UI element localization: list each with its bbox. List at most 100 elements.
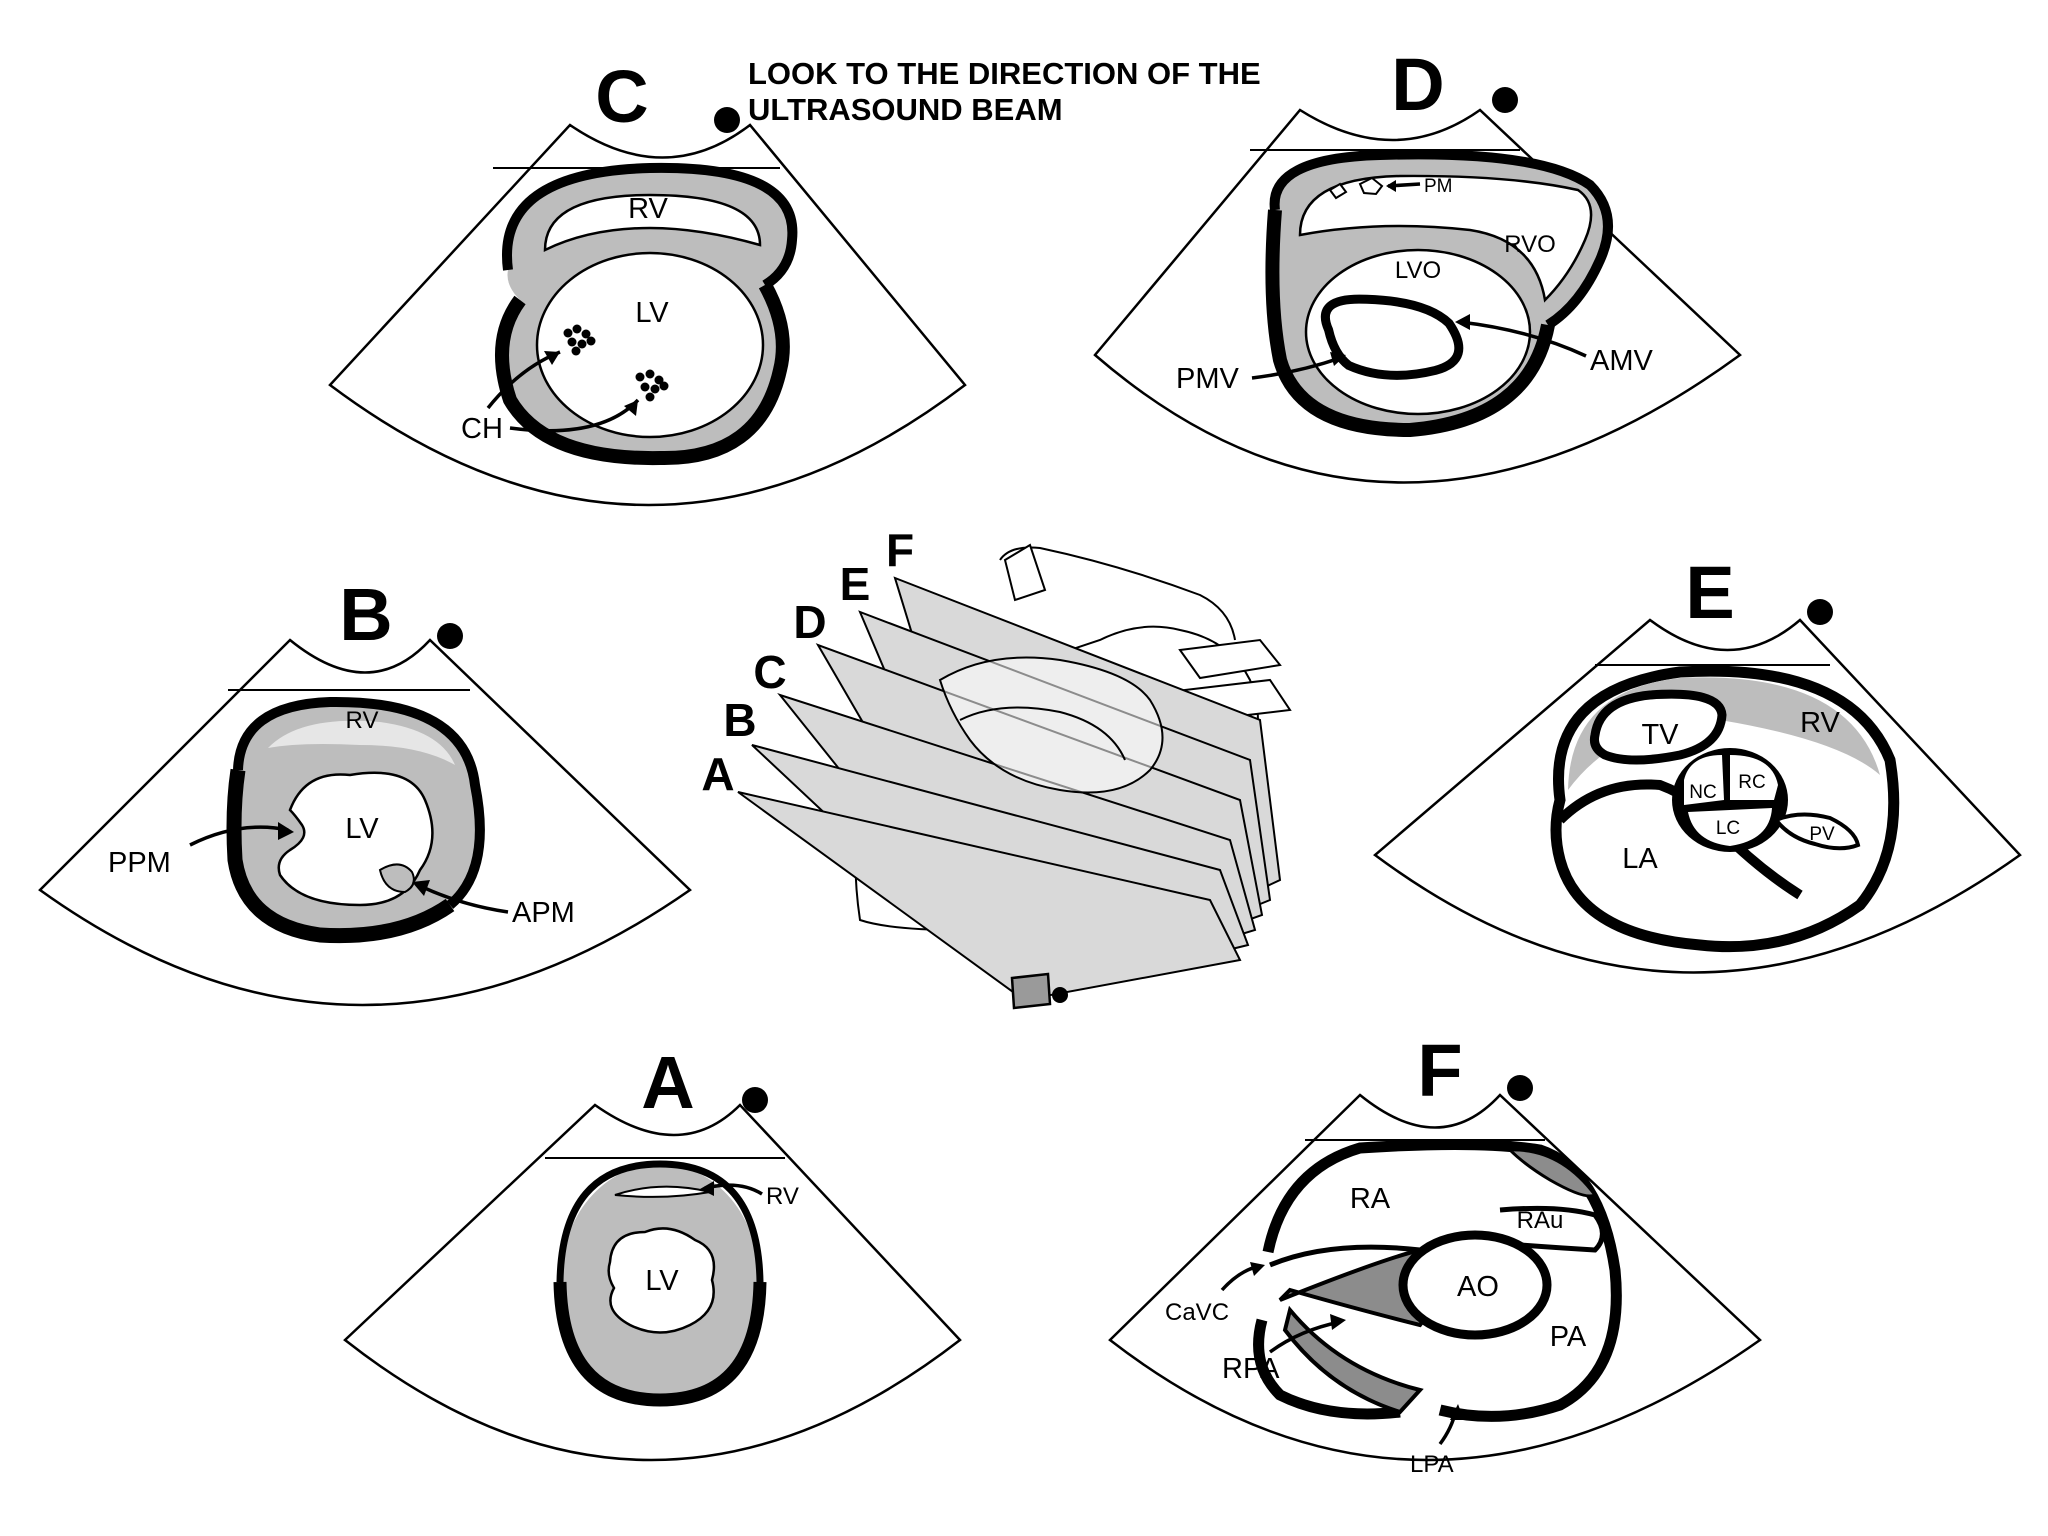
panel-b-epicardium bbox=[226, 768, 455, 944]
panel-c-probe-marker bbox=[714, 107, 740, 133]
beam-direction-note-line-1: LOOK TO THE DIRECTION OF THE bbox=[748, 56, 1261, 91]
panel-b-rv-band bbox=[268, 720, 455, 765]
panel-b-apm-muscle bbox=[378, 863, 415, 894]
panel-d-epicardium bbox=[1265, 209, 1555, 438]
panel-d-pmv-label: PMV bbox=[1176, 363, 1240, 395]
panel-d-letter: D bbox=[1391, 43, 1444, 126]
fan-label-f: F bbox=[886, 524, 914, 576]
panel-a-outline bbox=[556, 1160, 764, 1283]
panel-f-lpa-band bbox=[1282, 1305, 1424, 1415]
panel-f-rau-label: RAu bbox=[1517, 1207, 1564, 1234]
panel-f-ao-label: AO bbox=[1457, 1271, 1499, 1303]
panel-f-probe-marker bbox=[1507, 1075, 1533, 1101]
panel-d-pmv-arrow bbox=[1251, 356, 1341, 380]
panel-b-ppm-label: PPM bbox=[108, 847, 171, 879]
panel-e: E TV RV NC RC LC PV LA bbox=[1372, 551, 2022, 974]
panel-f-rau-outline bbox=[1499, 1205, 1605, 1253]
panel-d-pm-arrowhead bbox=[1386, 180, 1396, 192]
panel-c-ch-arrowhead-upper bbox=[544, 351, 560, 365]
fan-label-b: B bbox=[723, 694, 756, 746]
panel-b-apm-label: APM bbox=[512, 897, 575, 929]
panel-d-amv-arrow bbox=[1459, 320, 1587, 358]
panel-f-lpa-label: LPA bbox=[1410, 1451, 1454, 1478]
panel-f-rau-wall bbox=[1506, 1148, 1598, 1198]
panel-c: C RV LV CH bbox=[328, 55, 967, 507]
panel-d-outline bbox=[1269, 149, 1613, 330]
panel-c-rv-cavity bbox=[543, 193, 762, 253]
panel-d-pm-label: PM bbox=[1424, 176, 1453, 197]
center-transducer-marker bbox=[1052, 987, 1068, 1003]
panel-f-ra-label: RA bbox=[1350, 1183, 1391, 1215]
panel-c-ch-arrowhead-lower bbox=[624, 400, 638, 416]
panel-b-rv-label: RV bbox=[346, 707, 379, 734]
panel-c-ch-label: CH bbox=[461, 413, 503, 445]
panel-a-rv-arrowhead bbox=[700, 1181, 714, 1196]
fan-label-d: D bbox=[793, 596, 826, 648]
panel-b-ppm-arrowhead bbox=[278, 822, 294, 840]
panel-a-rv-label: RV bbox=[766, 1183, 799, 1210]
fan-label-a: A bbox=[701, 748, 734, 800]
panel-d-amv-arrowhead bbox=[1455, 314, 1470, 330]
panel-c-epicardium bbox=[495, 281, 790, 466]
panel-e-nc-label: NC bbox=[1689, 782, 1716, 803]
panel-c-outline bbox=[502, 162, 798, 290]
panel-d-pm-fleck-1 bbox=[1328, 182, 1348, 200]
panel-d-rvo-label: RVO bbox=[1504, 231, 1556, 258]
panel-d: D PM LVO RVO PMV AMV bbox=[1093, 43, 1742, 484]
panel-f-rpa-label: RPA bbox=[1222, 1353, 1280, 1385]
panel-f-rpa-arrowhead bbox=[1330, 1314, 1346, 1330]
panel-f-letter: F bbox=[1417, 1029, 1462, 1112]
center-fan-illustration: A B C D E F bbox=[701, 524, 1292, 1010]
panel-f-ra-floor bbox=[1269, 1244, 1421, 1268]
panel-c-letter: C bbox=[595, 55, 648, 138]
panel-d-lvo-label: LVO bbox=[1395, 257, 1441, 284]
panel-e-letter: E bbox=[1685, 551, 1734, 634]
panel-e-rc-cusp bbox=[1730, 755, 1778, 800]
panel-c-rv-label: RV bbox=[628, 193, 668, 225]
panel-c-lv-cavity bbox=[535, 251, 765, 439]
panel-c-chordae-lower bbox=[635, 369, 669, 402]
panel-e-la-label: LA bbox=[1622, 843, 1658, 875]
panel-d-mitral-orifice bbox=[1320, 294, 1464, 380]
panel-f-cavc-label: CaVC bbox=[1165, 1299, 1229, 1326]
center-great-vessel-outline bbox=[999, 546, 1236, 641]
panel-e-probe-marker bbox=[1807, 599, 1833, 625]
panel-e-rc-label: RC bbox=[1738, 772, 1765, 793]
center-transducer bbox=[1010, 972, 1052, 1010]
fan-label-e: E bbox=[840, 558, 871, 610]
panel-d-pmv-arrowhead bbox=[1330, 352, 1346, 366]
panel-a-letter: A bbox=[641, 1041, 694, 1124]
panel-e-pv-region bbox=[1772, 812, 1861, 851]
panel-a-lv-cavity bbox=[607, 1227, 716, 1334]
panel-b: B RV LV PPM APM bbox=[38, 573, 692, 1007]
beam-direction-note-line-2: ULTRASOUND BEAM bbox=[748, 92, 1063, 127]
panel-b-apm-arrowhead bbox=[412, 880, 430, 896]
panel-c-lv-label: LV bbox=[635, 297, 669, 329]
panel-a-lv-label: LV bbox=[645, 1265, 679, 1297]
panel-b-outline bbox=[233, 696, 485, 909]
panel-e-tv-label: TV bbox=[1641, 719, 1679, 751]
panel-a-epicardium bbox=[553, 1281, 767, 1407]
panel-e-pv-label: PV bbox=[1809, 824, 1835, 845]
panel-f-lpa-arrowhead bbox=[1450, 1404, 1464, 1420]
panel-b-letter: B bbox=[339, 573, 392, 656]
panel-c-chordae-upper bbox=[563, 324, 596, 356]
panel-f: F RA RAu AO PA CaVC RPA LPA bbox=[1108, 1029, 1762, 1478]
center-heart-groove bbox=[959, 706, 1126, 761]
panel-b-lv-label: LV bbox=[345, 813, 379, 845]
fan-label-c: C bbox=[753, 646, 786, 698]
beam-direction-note: LOOK TO THE DIRECTION OF THE ULTRASOUND … bbox=[748, 56, 1261, 128]
panel-d-rv-cavity bbox=[1298, 174, 1593, 303]
panel-e-tv-ring bbox=[1590, 689, 1727, 765]
panel-a-probe-marker bbox=[742, 1087, 768, 1113]
panel-a: A LV RV bbox=[343, 1041, 962, 1462]
panel-e-lc-label: LC bbox=[1716, 818, 1740, 839]
panel-f-lower-wall bbox=[1253, 1318, 1401, 1420]
panel-d-amv-label: AMV bbox=[1590, 345, 1654, 377]
panel-f-aorta bbox=[1398, 1230, 1552, 1340]
center-heart-chamber-outline bbox=[938, 656, 1164, 794]
panel-e-lc-cusp bbox=[1688, 808, 1772, 846]
panel-b-probe-marker bbox=[437, 623, 463, 649]
panel-d-pm-fleck-2 bbox=[1358, 176, 1384, 196]
